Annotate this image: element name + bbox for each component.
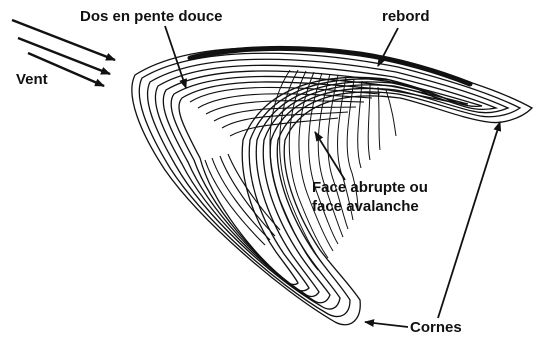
label-crest: rebord: [382, 7, 430, 26]
leader-arrow-icon: [365, 322, 408, 327]
leader-arrow-icon: [165, 26, 186, 88]
leader-arrow-icon: [315, 132, 345, 180]
label-wind: Vent: [16, 70, 48, 89]
wind-arrow-icon: [12, 20, 115, 60]
label-gentle-slope: Dos en pente douce: [80, 7, 223, 26]
label-slip-face-line2: face avalanche: [312, 197, 472, 216]
label-slip-face: Face abrupte ou face avalanche: [312, 178, 472, 216]
leader-arrow-icon: [438, 122, 500, 318]
label-horns: Cornes: [410, 318, 462, 337]
label-slip-face-line1: Face abrupte ou: [312, 178, 472, 197]
